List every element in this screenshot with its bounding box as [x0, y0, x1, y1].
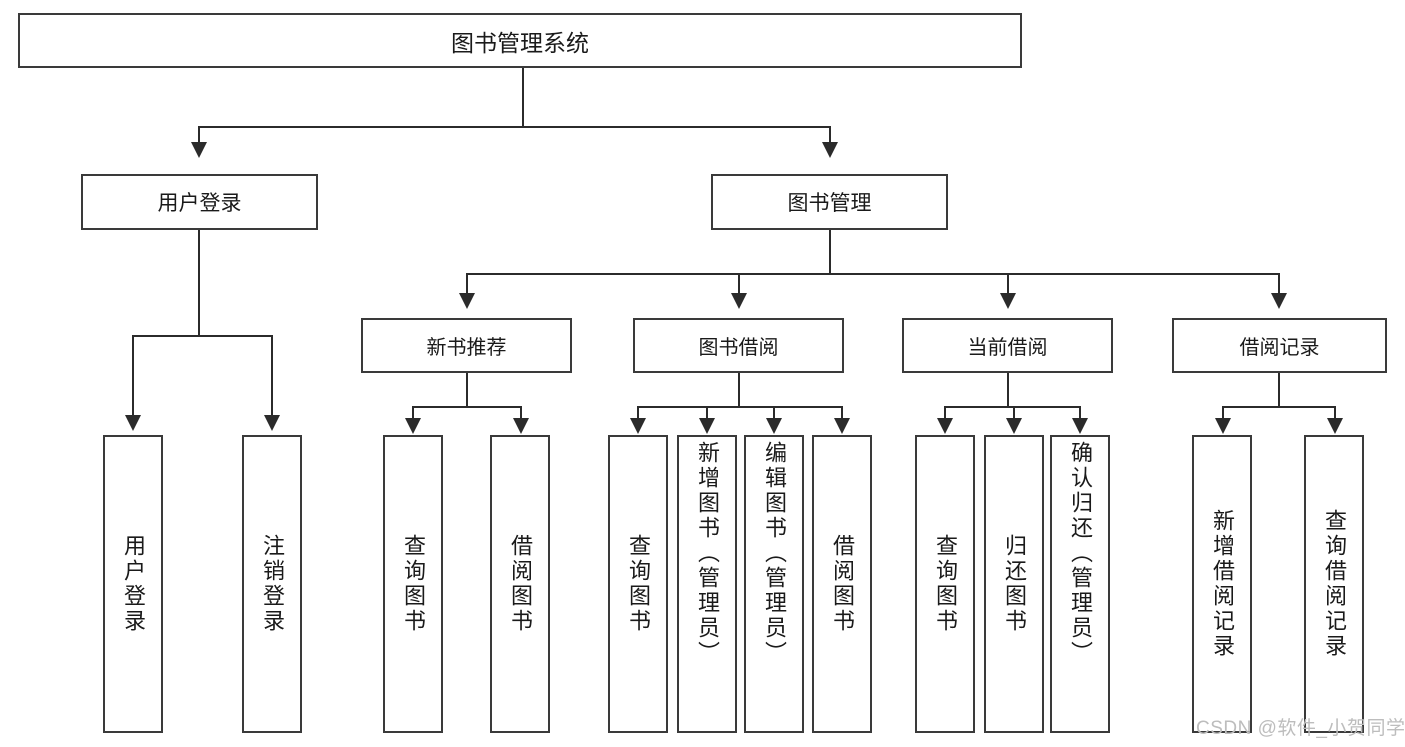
node-label: 新书推荐 — [426, 337, 507, 359]
connector-records-to-leaf-2 — [1334, 406, 1336, 420]
node-label: 图书管理 — [787, 192, 872, 215]
arrow-new-books-to-leaf-2 — [513, 418, 529, 434]
node-book-borrow[interactable]: 图书借阅 — [633, 318, 844, 373]
connector-user-login-to-leaf-1 — [132, 335, 134, 417]
connector-current-bus — [944, 406, 1080, 408]
connector-new-books-to-leaf-2 — [520, 406, 522, 420]
leaf-borrow-books[interactable]: 借阅图书 — [812, 435, 872, 733]
leaf-label: 编辑图书（管理员） — [762, 441, 787, 666]
connector-root-stem — [522, 68, 524, 126]
leaf-logout[interactable]: 注销登录 — [242, 435, 302, 733]
connector-current-stem — [1007, 373, 1009, 407]
leaf-confirm-return-admin[interactable]: 确认归还（管理员） — [1050, 435, 1110, 733]
connector-book-mgmt-stem — [829, 230, 831, 274]
node-book-management[interactable]: 图书管理 — [711, 174, 948, 230]
leaf-label: 确认归还（管理员） — [1068, 441, 1093, 666]
arrow-current-to-leaf-1 — [937, 418, 953, 434]
leaf-query-books-borrow[interactable]: 查询图书 — [608, 435, 668, 733]
connector-current-to-leaf-3 — [1079, 406, 1081, 420]
arrow-root-to-book-mgmt — [822, 142, 838, 158]
connector-borrow-to-leaf-3 — [773, 406, 775, 420]
node-current-borrow[interactable]: 当前借阅 — [902, 318, 1113, 373]
connector-root-to-book-mgmt — [829, 126, 831, 144]
connector-borrow-bus — [637, 406, 842, 408]
node-label: 用户登录 — [157, 192, 242, 215]
leaf-label: 用户登录 — [121, 534, 146, 634]
leaf-label: 新增借阅记录 — [1210, 509, 1235, 659]
leaf-edit-book-admin[interactable]: 编辑图书（管理员） — [744, 435, 804, 733]
connector-new-books-stem — [466, 373, 468, 407]
connector-records-stem — [1278, 373, 1280, 407]
arrow-user-login-to-leaf-1 — [125, 415, 141, 431]
arrow-records-to-leaf-2 — [1327, 418, 1343, 434]
leaf-label: 归还图书 — [1002, 534, 1027, 634]
connector-borrow-to-leaf-2 — [706, 406, 708, 420]
leaf-user-login[interactable]: 用户登录 — [103, 435, 163, 733]
node-label: 借阅记录 — [1239, 337, 1320, 359]
csdn-watermark: CSDN @软件_小贺同学 — [1196, 718, 1405, 739]
arrow-borrow-to-leaf-1 — [630, 418, 646, 434]
node-user-login[interactable]: 用户登录 — [81, 174, 318, 230]
connector-user-login-stem — [198, 230, 200, 335]
connector-borrow-to-leaf-4 — [841, 406, 843, 420]
connector-book-mgmt-bus — [466, 273, 1280, 275]
arrow-book-mgmt-to-current — [1000, 293, 1016, 309]
connector-borrow-to-leaf-1 — [637, 406, 639, 420]
leaf-query-books-recommend[interactable]: 查询图书 — [383, 435, 443, 733]
leaf-return-books[interactable]: 归还图书 — [984, 435, 1044, 733]
node-label: 图书管理系统 — [451, 29, 589, 56]
leaf-label: 查询借阅记录 — [1322, 509, 1347, 659]
leaf-label: 查询图书 — [626, 534, 651, 634]
arrow-borrow-to-leaf-2 — [699, 418, 715, 434]
arrow-book-mgmt-to-borrow — [731, 293, 747, 309]
node-label: 当前借阅 — [967, 337, 1048, 359]
connector-current-to-leaf-2 — [1013, 406, 1015, 420]
node-borrow-records[interactable]: 借阅记录 — [1172, 318, 1387, 373]
arrow-borrow-to-leaf-3 — [766, 418, 782, 434]
arrow-current-to-leaf-2 — [1006, 418, 1022, 434]
connector-user-login-bus — [132, 335, 272, 337]
leaf-add-borrow-record[interactable]: 新增借阅记录 — [1192, 435, 1252, 733]
connector-records-to-leaf-1 — [1222, 406, 1224, 420]
node-label: 图书借阅 — [698, 337, 779, 359]
arrow-root-to-user-login — [191, 142, 207, 158]
arrow-user-login-to-leaf-2 — [264, 415, 280, 431]
connector-new-books-to-leaf-1 — [412, 406, 414, 420]
leaf-borrow-books-recommend[interactable]: 借阅图书 — [490, 435, 550, 733]
arrow-records-to-leaf-1 — [1215, 418, 1231, 434]
leaf-label: 查询图书 — [933, 534, 958, 634]
connector-records-bus — [1222, 406, 1336, 408]
connector-book-mgmt-to-new-books — [466, 273, 468, 295]
connector-root-to-user-login — [198, 126, 200, 144]
node-root-library-system[interactable]: 图书管理系统 — [18, 13, 1022, 68]
leaf-label: 借阅图书 — [830, 534, 855, 634]
connector-current-to-leaf-1 — [944, 406, 946, 420]
leaf-label: 借阅图书 — [508, 534, 533, 634]
connector-root-bus — [198, 126, 830, 128]
connector-book-mgmt-to-records — [1278, 273, 1280, 295]
connector-book-mgmt-to-borrow — [738, 273, 740, 295]
connector-borrow-stem — [738, 373, 740, 407]
connector-user-login-to-leaf-2 — [271, 335, 273, 417]
connector-new-books-bus — [412, 406, 522, 408]
leaf-query-borrow-record[interactable]: 查询借阅记录 — [1304, 435, 1364, 733]
leaf-label: 查询图书 — [401, 534, 426, 634]
leaf-add-book-admin[interactable]: 新增图书（管理员） — [677, 435, 737, 733]
arrow-new-books-to-leaf-1 — [405, 418, 421, 434]
arrow-borrow-to-leaf-4 — [834, 418, 850, 434]
connector-book-mgmt-to-current — [1007, 273, 1009, 295]
arrow-current-to-leaf-3 — [1072, 418, 1088, 434]
leaf-query-books-current[interactable]: 查询图书 — [915, 435, 975, 733]
arrow-book-mgmt-to-records — [1271, 293, 1287, 309]
leaf-label: 新增图书（管理员） — [695, 441, 720, 666]
arrow-book-mgmt-to-new-books — [459, 293, 475, 309]
leaf-label: 注销登录 — [260, 534, 285, 634]
node-new-book-recommend[interactable]: 新书推荐 — [361, 318, 572, 373]
